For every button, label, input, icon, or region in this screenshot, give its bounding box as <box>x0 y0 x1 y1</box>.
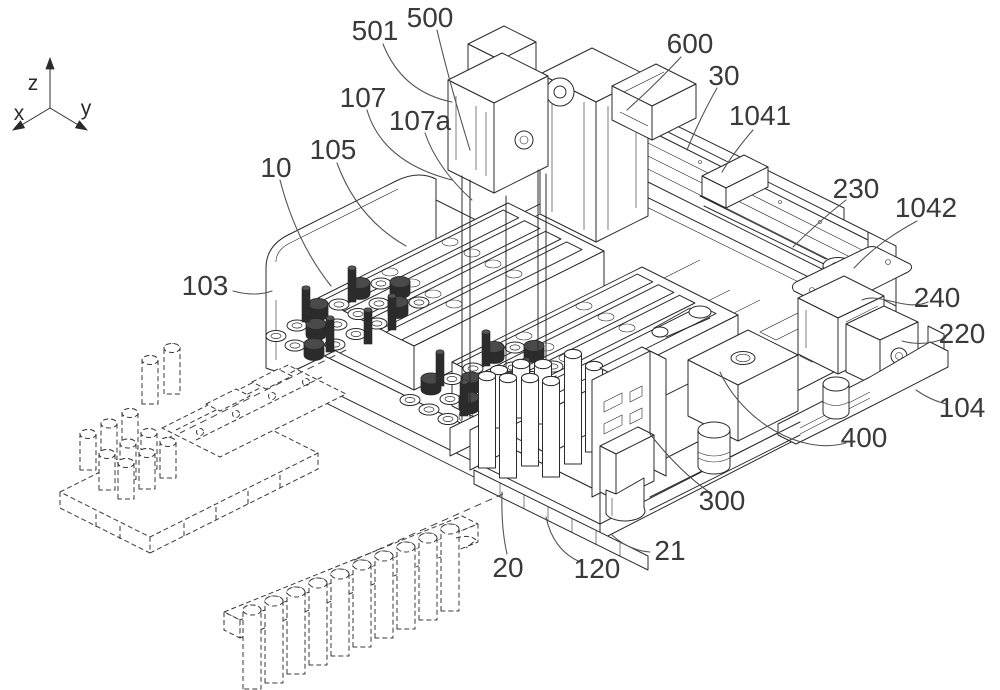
ref-label-103: 103 <box>182 270 229 301</box>
bracket-104 <box>777 325 949 445</box>
ref-label-501: 501 <box>352 15 399 46</box>
ref-label-10: 10 <box>260 152 291 183</box>
ref-label-500: 500 <box>407 2 454 33</box>
ref-label-600: 600 <box>667 28 714 59</box>
trajectory-line-rack <box>179 349 347 434</box>
trajectory-line-strip <box>349 493 504 563</box>
reference-labels: 500 501 107 107a 105 10 103 600 30 1041 … <box>182 2 986 584</box>
ref-label-300: 300 <box>699 485 746 516</box>
leader-lines <box>232 29 947 563</box>
phantom-tube-strip <box>223 515 479 690</box>
ref-label-1042: 1042 <box>895 192 957 223</box>
beam-slider-1041 <box>701 154 769 209</box>
ref-label-21: 21 <box>654 535 685 566</box>
ref-label-230: 230 <box>833 173 880 204</box>
ref-label-107a: 107a <box>389 105 452 136</box>
module-400 <box>649 329 850 511</box>
centrifuge-pulleys <box>651 305 712 338</box>
ref-label-120: 120 <box>574 553 621 584</box>
front-platform-rail <box>473 469 649 571</box>
ref-label-240: 240 <box>914 282 961 313</box>
axis-indicator: z x y <box>11 56 92 131</box>
dispense-head-21 <box>599 426 655 522</box>
machine-assembly <box>265 25 949 571</box>
ref-label-400: 400 <box>841 422 888 453</box>
ref-label-104: 104 <box>939 392 986 423</box>
axis-label-y: y <box>81 97 92 120</box>
ref-label-105: 105 <box>310 134 357 165</box>
ref-label-1041: 1041 <box>729 100 791 131</box>
ref-label-220: 220 <box>939 318 986 349</box>
axis-label-z: z <box>28 72 39 95</box>
tall-tube-group <box>478 348 603 479</box>
ref-label-20: 20 <box>492 552 523 583</box>
phantom-rack-assembly <box>59 343 347 554</box>
ref-label-30: 30 <box>708 60 739 91</box>
axis-label-x: x <box>14 102 25 125</box>
ref-label-107: 107 <box>340 82 387 113</box>
